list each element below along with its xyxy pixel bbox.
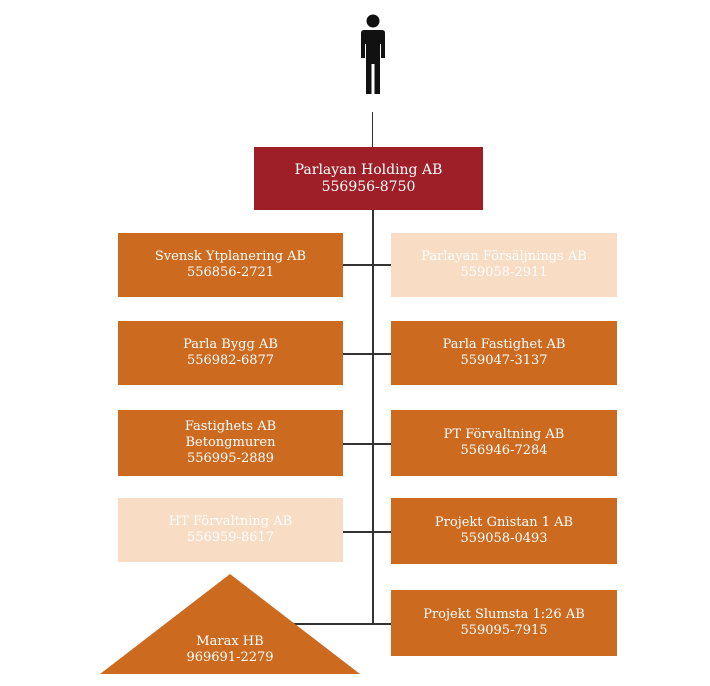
holding-org: 556956-8750 [321, 178, 416, 195]
branch-4 [343, 531, 391, 533]
holding-name: Parlayan Holding AB [294, 161, 443, 178]
company-org: 559095-7915 [460, 623, 548, 638]
company-name: Svensk Ytplanering AB [154, 249, 307, 264]
company-org: 559058-0493 [460, 531, 548, 546]
holding-box: Parlayan Holding AB 556956-8750 [254, 147, 483, 210]
company-box-betongmuren: Fastighets AB Betongmuren 556995-2889 [118, 410, 343, 476]
company-box-projekt-gnistan: Projekt Gnistan 1 AB 559058-0493 [391, 498, 617, 564]
company-name: HT Förvaltning AB [168, 514, 293, 529]
branch-3 [343, 443, 391, 445]
company-org: 556995-2889 [186, 451, 275, 466]
company-box-ht-forvaltning: HT Förvaltning AB 556959-8617 [118, 498, 343, 562]
person-icon [361, 14, 385, 94]
company-org: 556946-7284 [460, 443, 548, 458]
company-name: Parlayan Försäljnings AB [421, 249, 587, 264]
company-box-pt-forvaltning: PT Förvaltning AB 556946-7284 [391, 410, 617, 476]
company-org: 559047-3137 [460, 353, 548, 368]
company-box-parlayan-forsaljnings: Parlayan Försäljnings AB 559058-2911 [391, 233, 617, 297]
branch-2 [343, 353, 391, 355]
partnership-org: 969691-2279 [186, 650, 274, 665]
company-org: 556856-2721 [186, 265, 275, 280]
partnership-name: Marax HB [196, 634, 264, 649]
owner-connector [372, 112, 373, 148]
triangle-shape [100, 574, 360, 674]
company-name: Fastighets AB Betongmuren [184, 419, 277, 450]
branch-1 [343, 264, 391, 266]
company-org: 556982-6877 [186, 353, 275, 368]
trunk-line [372, 210, 374, 624]
company-name: Projekt Slumsta 1:26 AB [423, 607, 585, 622]
company-name: PT Förvaltning AB [443, 427, 565, 442]
company-name: Parla Fastighet AB [442, 337, 566, 352]
company-box-svensk-ytplanering: Svensk Ytplanering AB 556856-2721 [118, 233, 343, 297]
company-org: 556959-8617 [186, 530, 275, 545]
company-name: Projekt Gnistan 1 AB [434, 515, 574, 530]
company-box-projekt-slumsta: Projekt Slumsta 1:26 AB 559095-7915 [391, 590, 617, 656]
company-name: Parla Bygg AB [183, 337, 278, 352]
company-box-parla-bygg: Parla Bygg AB 556982-6877 [118, 321, 343, 385]
partnership-node: Marax HB 969691-2279 [100, 574, 360, 674]
company-box-parla-fastighet: Parla Fastighet AB 559047-3137 [391, 321, 617, 385]
branch-5 [290, 623, 391, 625]
company-org: 559058-2911 [460, 265, 548, 280]
